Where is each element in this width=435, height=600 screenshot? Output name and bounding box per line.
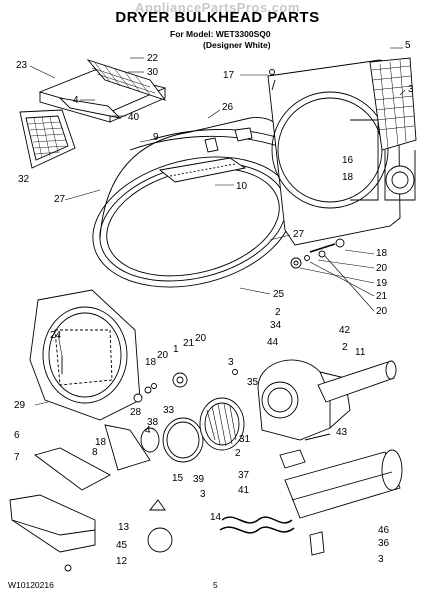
watermark-text: AppliancePartsPros.com [135,0,300,15]
callout-label: 42 [339,325,351,336]
rear-grille-part[interactable] [369,57,417,201]
callout-label: 8 [92,447,98,458]
heater-element-part[interactable] [219,516,295,534]
lint-screen-housing-part[interactable] [38,59,167,123]
callout-label: 21 [376,291,388,302]
callout-label: 22 [147,53,159,64]
blower-wheel-part[interactable] [199,397,245,451]
callout-label: 40 [128,112,140,123]
callout-label: 37 [238,470,250,481]
callout-label: 7 [14,452,20,463]
callout-label: 17 [223,70,235,81]
callout-label: 16 [342,155,354,166]
callout-label: 11 [355,347,366,358]
callout-label: 20 [376,263,388,274]
callout-label: 19 [376,278,388,289]
callout-label: 33 [163,405,175,416]
document-number: W10120216 [8,580,54,590]
lint-screen-part[interactable] [19,109,76,169]
callout-label: 41 [238,485,250,496]
callout-label: 25 [273,289,285,300]
idler-assembly-part[interactable] [133,369,238,403]
callout-label: 39 [193,474,205,485]
callout-label: 46 [378,525,390,536]
blower-housing-part[interactable] [257,359,351,441]
callout-label: 24 [50,330,62,341]
drum-roller-assembly[interactable] [290,238,345,269]
callout-label: 23 [16,60,28,71]
callout-label: 3 [408,84,414,95]
callout-label: 20 [157,350,169,361]
callout-label: 6 [14,430,20,441]
callout-label: 15 [172,473,184,484]
front-bulkhead-part[interactable] [29,289,141,421]
callout-label: 18 [376,248,388,259]
callout-label: 18 [342,172,354,183]
callout-label: 45 [116,540,128,551]
callout-label: 18 [145,357,157,368]
callout-label: 43 [336,427,348,438]
callout-label: 13 [118,522,130,533]
callout-label: 12 [116,556,128,567]
callout-label: 9 [153,132,159,143]
heater-duct-part[interactable] [284,449,403,519]
callout-label: 35 [247,377,259,388]
belt-part[interactable] [279,433,331,469]
callout-label: 3 [200,489,206,500]
duct-bracket-part[interactable] [309,531,325,556]
page-number: 5 [213,580,218,590]
callout-label: 2 [275,307,281,318]
seal-part[interactable] [140,417,204,463]
callout-label: 20 [195,333,207,344]
leader-lines [29,47,406,406]
callout-label: 29 [14,400,26,411]
wire-harness-part[interactable] [147,499,173,553]
callout-label: 1 [173,344,179,355]
callout-label: 21 [183,338,195,349]
callout-label: 27 [293,229,305,240]
callout-label: 32 [18,174,30,185]
callout-label: 3 [228,357,234,368]
drum-part[interactable] [79,117,307,306]
model-line: For Model: WET3300SQ0 [170,29,271,39]
callout-label: 34 [270,320,282,331]
callout-label: 2 [342,342,348,353]
callout-label: 4 [145,425,151,436]
callout-label: 36 [378,538,390,549]
callout-label: 30 [147,67,159,78]
callout-label: 5 [405,40,411,51]
callout-label: 14 [210,512,222,523]
callout-label: 18 [95,437,107,448]
variant-line: (Designer White) [203,40,271,50]
callout-label: 44 [267,337,279,348]
callout-label: 31 [239,434,251,445]
callout-label: 4 [73,95,79,106]
exhaust-pipe-part[interactable] [317,360,397,403]
callout-label: 2 [235,448,241,459]
diagram-title: DRYER BULKHEAD PARTS [115,9,320,26]
callout-labels: 22 23 30 4 40 32 17 5 3 26 9 16 18 10 27… [14,40,414,567]
callout-label: 3 [378,554,384,565]
callout-label: 10 [236,181,248,192]
callout-label: 28 [130,407,142,418]
callout-label: 38 [147,417,159,428]
callout-label: 27 [54,194,66,205]
callout-label: 20 [376,306,388,317]
callout-label: 26 [222,102,234,113]
lint-duct-part[interactable] [9,424,151,572]
